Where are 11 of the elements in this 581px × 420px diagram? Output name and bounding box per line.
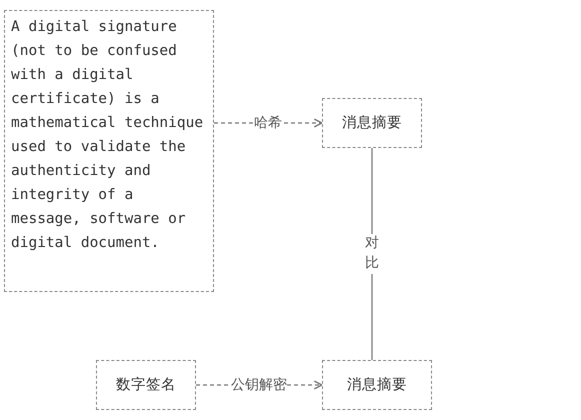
process-box [322, 98, 422, 148]
edge-label: 公钥解密 [231, 376, 287, 394]
description-text: A digital signature (not to be confused with a digital certificate) is a mathematical technique used to validate the authenticity and integrity of a message, software or digital document. [11, 18, 204, 253]
box-label: 数字签名 [116, 376, 176, 395]
box-label: 消息摘要 [347, 376, 407, 395]
edge-label: 哈希 [254, 114, 282, 132]
process-box [96, 360, 196, 410]
box-label: 消息摘要 [342, 114, 402, 133]
process-box [322, 360, 432, 410]
edge-label: 对比 [365, 234, 379, 274]
description-box [4, 10, 214, 292]
